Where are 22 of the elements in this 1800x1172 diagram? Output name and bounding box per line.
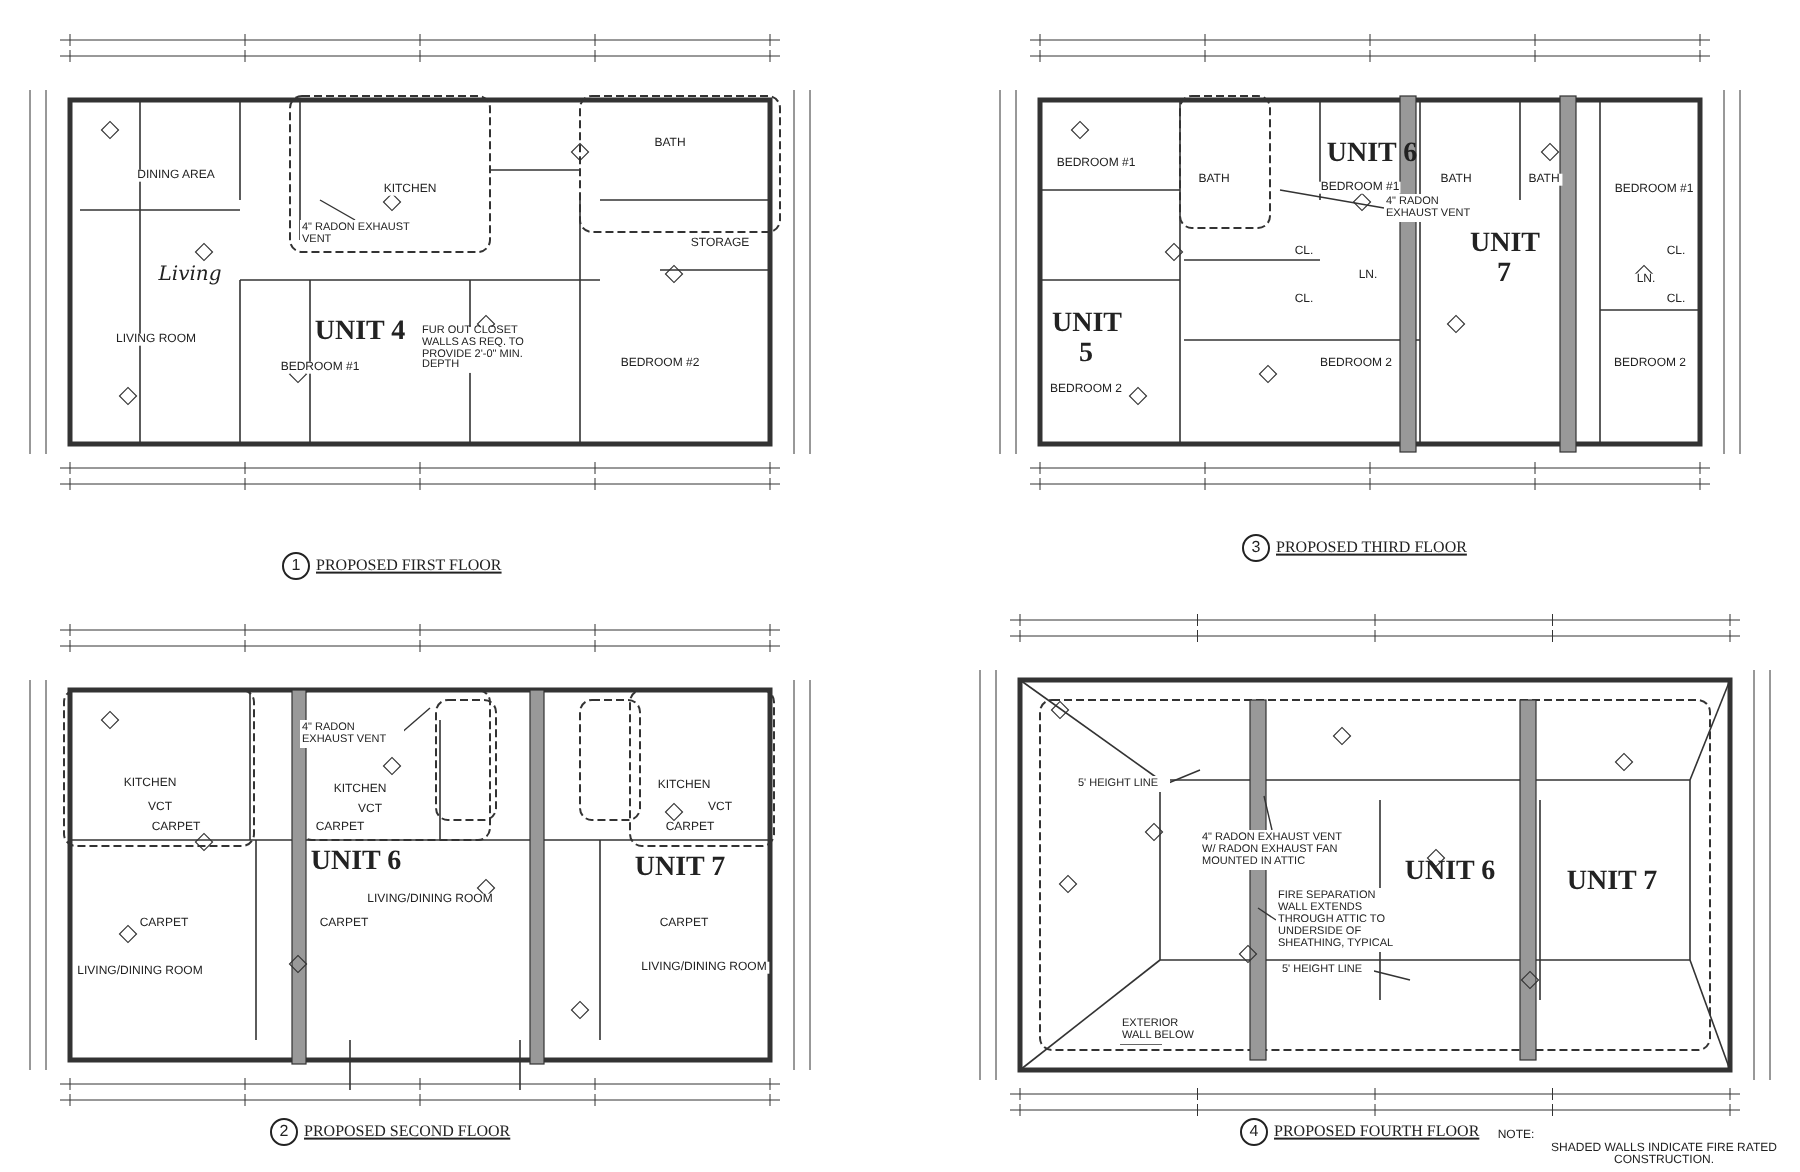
drawing-title: PROPOSED FOURTH FLOOR <box>1274 1123 1480 1141</box>
drawing-title: PROPOSED SECOND FLOOR <box>304 1123 511 1141</box>
unit-label: UNIT 6 <box>1404 859 1496 889</box>
unit-label: UNIT 6 <box>1326 141 1418 171</box>
drawing-title: PROPOSED FIRST FLOOR <box>316 557 502 575</box>
unit-label: UNIT 6 <box>310 849 402 879</box>
leader-line <box>1119 1043 1163 1045</box>
unit-label: UNIT 5 <box>1052 310 1120 370</box>
unit-label: UNIT 4 <box>314 319 406 349</box>
handwritten-note: Living <box>156 265 224 287</box>
leader-line <box>1263 795 1273 831</box>
leader-line <box>1279 189 1385 209</box>
leader-line <box>1257 907 1277 921</box>
drawing-title: PROPOSED THIRD FLOOR <box>1276 539 1467 557</box>
leader-line <box>319 199 356 221</box>
drawing-number: 1 <box>282 552 310 580</box>
unit-label: UNIT 7 <box>1566 869 1658 899</box>
drawing-number: 2 <box>270 1118 298 1146</box>
unit-label: UNIT 7 <box>634 855 726 885</box>
unit-label: UNIT 7 <box>1470 230 1538 290</box>
drawing-number: 4 <box>1240 1118 1268 1146</box>
drawing-number: 3 <box>1242 534 1270 562</box>
